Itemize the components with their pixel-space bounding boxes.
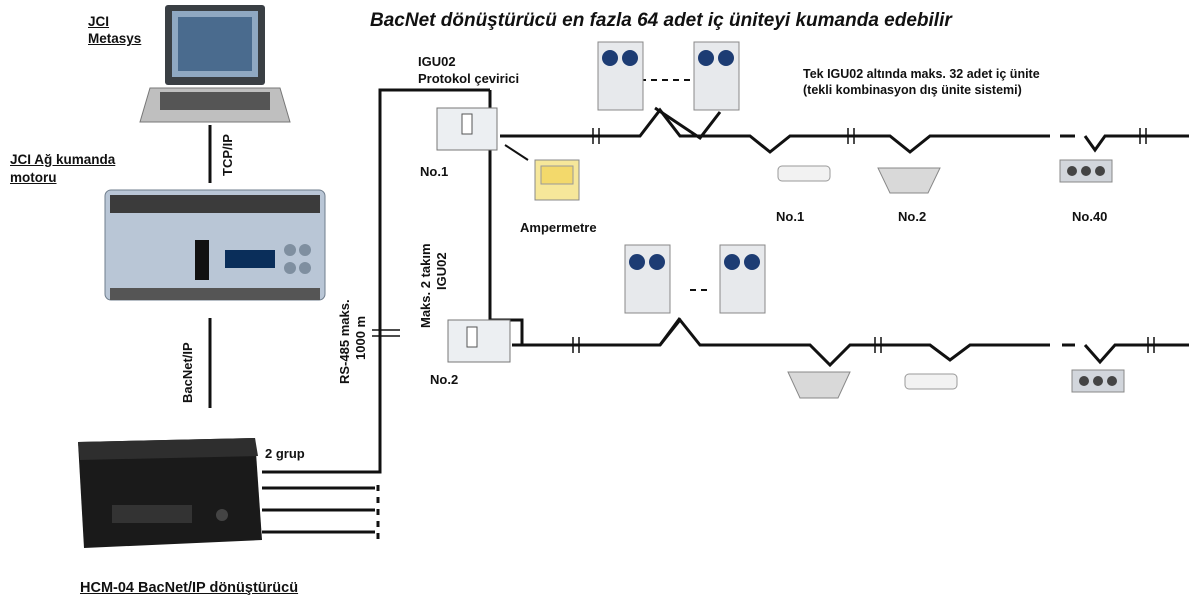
network-engine-icon xyxy=(104,189,326,301)
outdoor-unit-top-1 xyxy=(597,41,644,111)
outdoor-unit-top-2 xyxy=(693,41,740,111)
bottom-refrigerant-line xyxy=(512,317,1050,368)
indoor-unit-wall-top xyxy=(777,165,831,182)
metasys-label-line2: Metasys xyxy=(88,31,142,46)
rs485-label-line1: RS-485 maks. xyxy=(337,299,352,384)
ammeter-icon xyxy=(534,159,580,201)
single-igu-note-line1: Tek IGU02 altında maks. 32 adet iç ünite xyxy=(803,67,1040,81)
igu-top-line1: IGU02 xyxy=(418,54,456,69)
igu-top-line2: Protokol çevirici xyxy=(418,71,520,86)
ammeter-link xyxy=(504,144,529,161)
rs485-label-line2: 1000 m xyxy=(353,315,368,360)
indoor-label-2: No.2 xyxy=(898,209,927,224)
igu-no2-label: No.2 xyxy=(430,372,459,387)
igu-no1-label: No.1 xyxy=(420,164,449,179)
indoor-unit-duct-bottom xyxy=(1071,369,1125,393)
laptop-icon xyxy=(139,5,291,123)
rs485-bus xyxy=(262,88,490,474)
tcpip-label: TCP/IP xyxy=(220,134,235,176)
indoor-label-40: No.40 xyxy=(1072,209,1108,224)
hcm04-converter-icon xyxy=(78,438,262,548)
max-igu-line1: Maks. 2 takım xyxy=(418,243,433,328)
ammeter-label: Ampermetre xyxy=(520,220,597,235)
engine-label-line1: JCI Ağ kumanda xyxy=(10,152,116,167)
indoor-unit-cassette-top xyxy=(877,167,941,194)
outdoor-unit-bottom-2 xyxy=(719,244,766,314)
bacnetip-label: BacNet/IP xyxy=(180,342,195,403)
engine-label-line2: motoru xyxy=(10,170,57,185)
igu02-no1-icon xyxy=(436,107,498,151)
two-groups-label: 2 grup xyxy=(265,446,305,461)
indoor-unit-cassette-bottom xyxy=(787,371,851,399)
top-refrigerant-line xyxy=(600,107,1040,154)
igu02-no2-icon xyxy=(447,319,511,363)
metasys-label-line1: JCI xyxy=(88,14,110,29)
indoor-unit-wall-bottom xyxy=(904,373,958,390)
outdoor-unit-bottom-1 xyxy=(624,244,671,314)
max-igu-line2: IGU02 xyxy=(434,252,449,290)
indoor-unit-duct-top xyxy=(1059,159,1113,183)
hcm04-label: HCM-04 BacNet/IP dönüştürücü xyxy=(80,580,299,596)
single-igu-note-line2: (tekli kombinasyon dış ünite sistemi) xyxy=(803,83,1022,97)
diagram-title: BacNet dönüştürücü en fazla 64 adet iç ü… xyxy=(370,10,952,31)
indoor-label-1: No.1 xyxy=(776,209,805,224)
